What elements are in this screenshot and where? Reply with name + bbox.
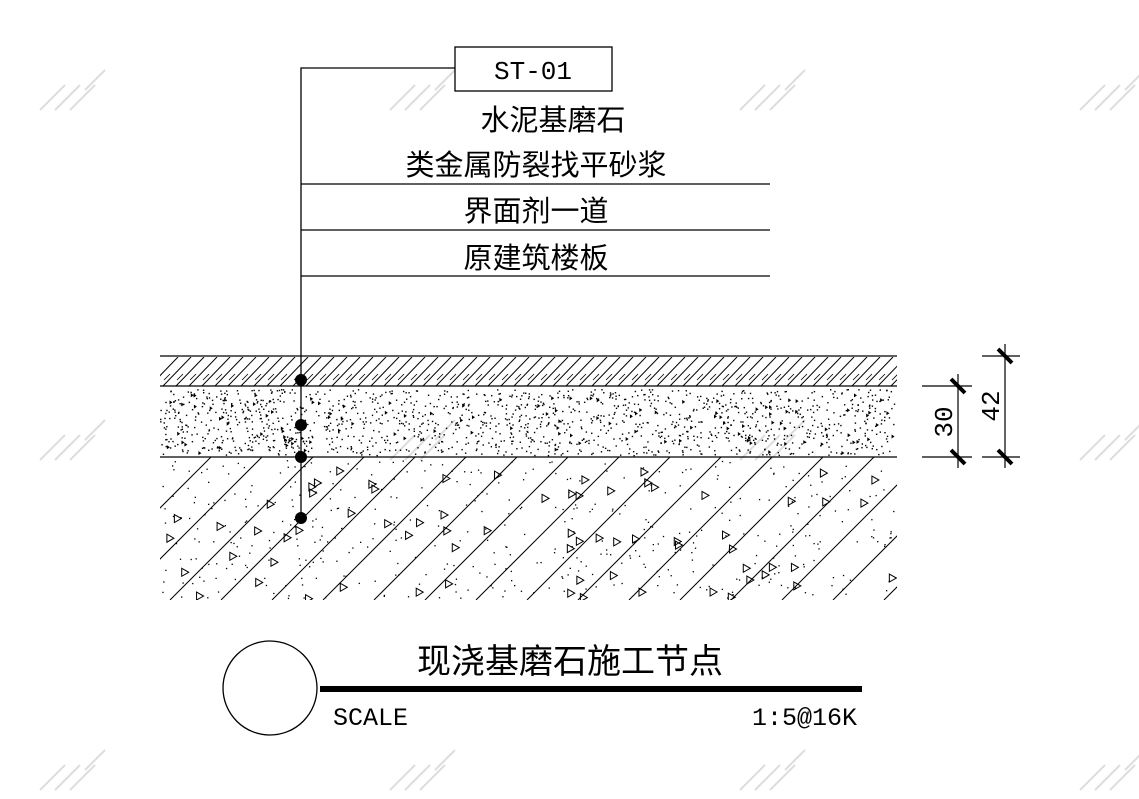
- layer-boundaries: [160, 355, 897, 458]
- scale-label: SCALE: [333, 704, 408, 733]
- layer-label-1: 水泥基磨石: [480, 103, 625, 137]
- dimension-30: 30: [930, 406, 960, 437]
- terrazzo-layer: [160, 357, 897, 386]
- drawing-title: 现浇基磨石施工节点: [417, 642, 723, 682]
- tag-label: ST-01: [494, 57, 572, 87]
- layer-label-2: 类金属防裂找平砂浆: [405, 148, 666, 182]
- leader: [300, 46, 770, 518]
- dimension-ticks: [949, 347, 1014, 466]
- screed-layer: [160, 389, 896, 457]
- dimension-lines: [922, 344, 1020, 468]
- tag-box: [454, 46, 613, 92]
- slab-layer: [160, 457, 897, 600]
- layer-label-3: 界面剂一道: [463, 194, 608, 228]
- dimension-42: 42: [977, 390, 1007, 421]
- watermarks: [39, 69, 1139, 791]
- layer-label-4: 原建筑楼板: [463, 241, 608, 275]
- leader-dots: [295, 374, 307, 524]
- scale-value: 1:5@16K: [752, 704, 857, 733]
- detail-circle: [222, 640, 318, 736]
